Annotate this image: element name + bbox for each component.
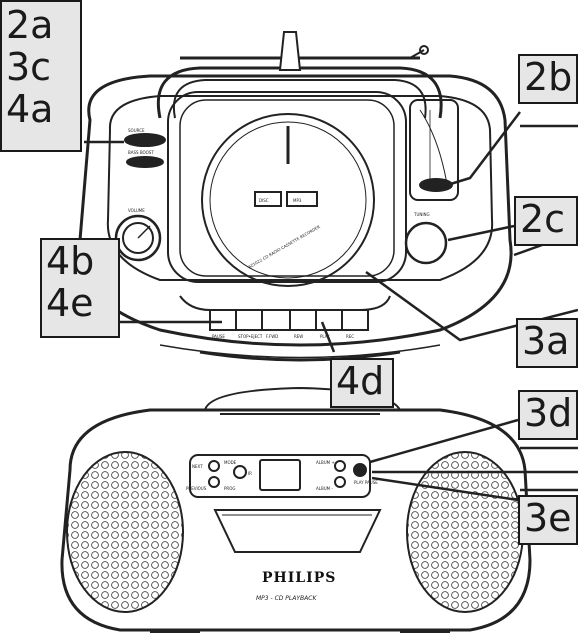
leader-3e	[371, 476, 519, 502]
label-4d: 4d	[330, 358, 394, 408]
next-text: NEXT	[192, 464, 203, 469]
cassette-door	[213, 509, 382, 553]
cd-lid-text: AZ1022 CD RADIO CASSETTE RECORDER	[247, 224, 321, 270]
tuning-text: TUNING	[413, 212, 430, 217]
mp3-logo	[286, 191, 318, 207]
volume-text: VOLUME	[128, 208, 145, 213]
control-panel	[189, 454, 371, 498]
mp3-logo-text: MP3	[293, 198, 302, 203]
album-up-button	[334, 460, 346, 472]
album-down-button	[334, 476, 346, 488]
leader-4d	[320, 321, 336, 353]
label-group-4b-4e: 4b 4e	[40, 238, 120, 338]
label-3c: 3c	[6, 45, 52, 89]
btn-play: PLAY	[320, 334, 330, 339]
leader-3d	[369, 418, 519, 464]
tuning-window	[409, 99, 459, 201]
btn-rec: REC	[346, 334, 354, 339]
antenna-mount	[278, 31, 302, 71]
leader-2c	[447, 224, 515, 242]
label-group-left-top: 2a 3c 4a	[0, 0, 82, 152]
left-speaker	[66, 451, 184, 613]
brand-subtitle: MP3 - CD PLAYBACK	[256, 595, 317, 602]
label-4e: 4e	[46, 281, 94, 325]
cd-logo	[254, 191, 282, 207]
tuning-knob	[404, 221, 448, 265]
band-switch	[419, 178, 453, 192]
btn-pause: PAUSE	[212, 334, 225, 339]
play-pause-text: PLAY PAUSE	[354, 480, 378, 485]
leader-2b	[443, 111, 521, 188]
front-unit-texts: PHILIPS MP3 - CD PLAYBACK NEXT PREVIOUS …	[186, 460, 378, 602]
next-button	[208, 460, 220, 472]
brand-logo: PHILIPS	[262, 570, 336, 586]
bass-boost-text: BASS BOOST	[128, 150, 154, 155]
previous-text: PREVIOUS	[186, 486, 207, 491]
source-text: SOURCE	[128, 128, 145, 133]
label-2a: 2a	[6, 3, 54, 47]
btn-stop-eject: STOP•EJECT	[238, 334, 263, 339]
ir-sensor	[233, 465, 247, 479]
bass-boost-switch	[126, 156, 164, 168]
label-3e: 3e	[518, 495, 578, 545]
top-unit	[50, 31, 578, 362]
top-unit-texts: AZ1022 CD RADIO CASSETTE RECORDER DISC M…	[128, 128, 430, 339]
prog-text: PROG	[224, 486, 235, 491]
btn-rew: REW	[294, 334, 303, 339]
lcd-display	[259, 459, 301, 491]
source-switch	[124, 133, 166, 147]
mode-text: MODE	[224, 460, 237, 465]
label-3a: 3a	[516, 318, 578, 368]
front-unit	[60, 386, 578, 633]
cd-lid-frame	[167, 91, 407, 283]
label-4a: 4a	[6, 87, 54, 131]
cd-lid	[201, 113, 375, 287]
cd-logo-text: DISC	[259, 198, 269, 203]
album-down-text: ALBUM -	[316, 486, 333, 491]
ir-text: IR	[248, 471, 252, 476]
antenna-tip	[419, 45, 429, 55]
label-3d: 3d	[518, 390, 578, 440]
right-speaker	[406, 451, 524, 613]
label-2c: 2c	[514, 196, 578, 246]
play-pause-button	[353, 463, 367, 477]
btn-ffwd: F.FWD	[266, 334, 278, 339]
label-4b: 4b	[46, 239, 95, 283]
label-2b: 2b	[518, 54, 578, 104]
previous-button	[208, 476, 220, 488]
album-up-text: ALBUM +	[316, 460, 335, 465]
